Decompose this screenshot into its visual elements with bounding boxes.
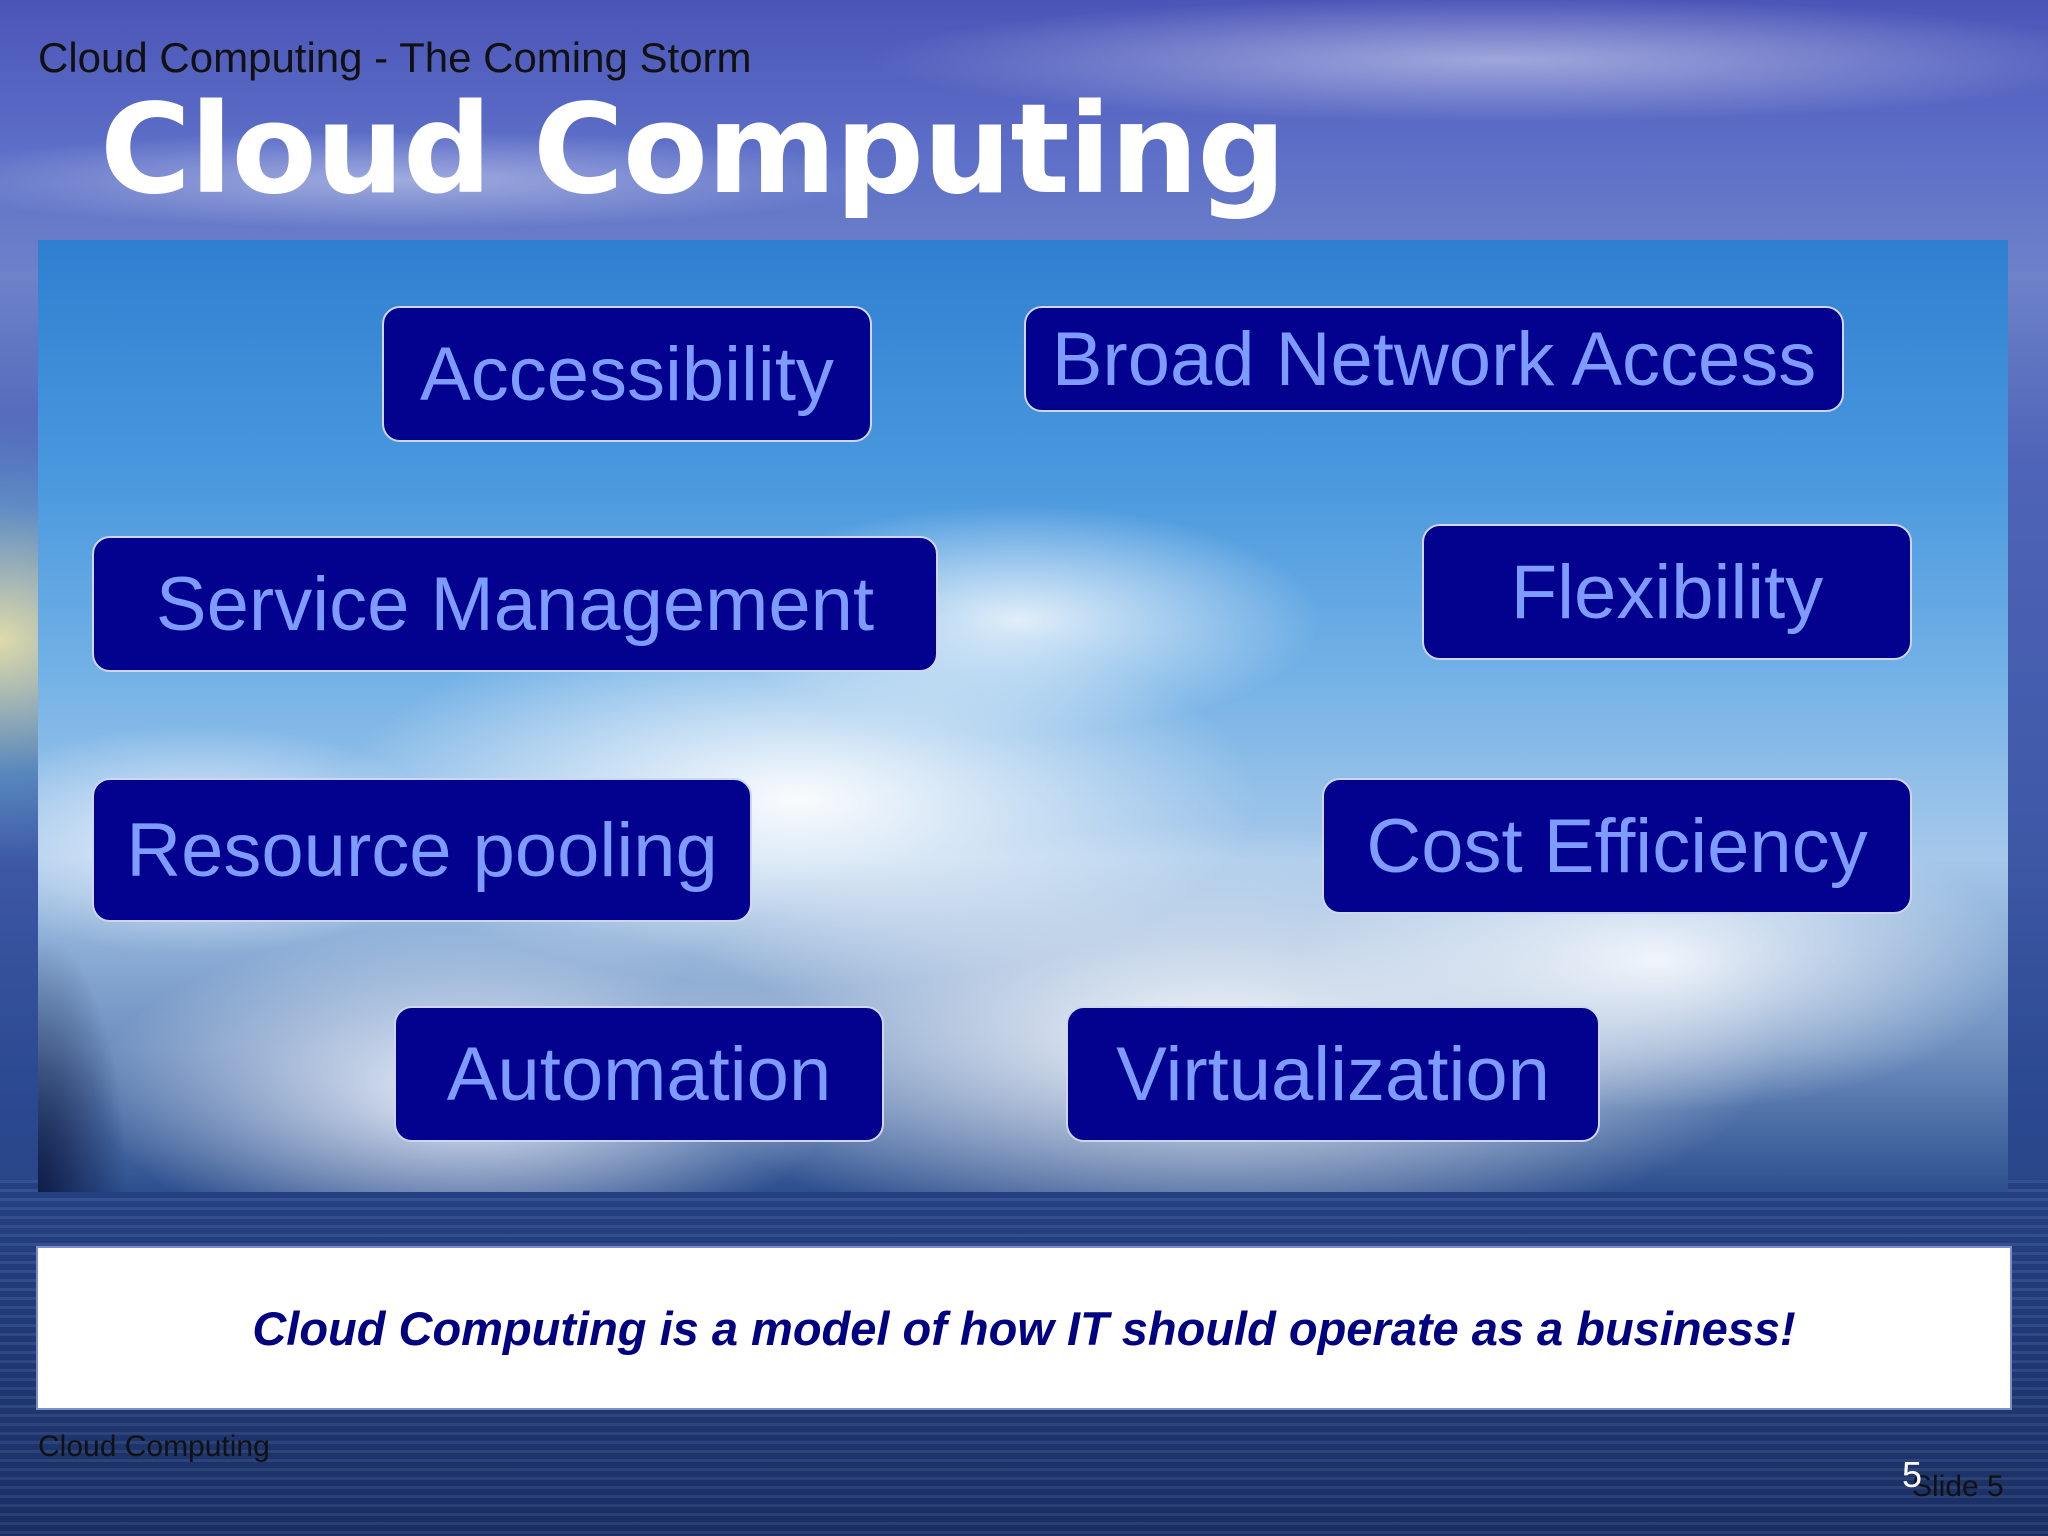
- feature-box-resource-pooling: Resource pooling: [92, 778, 752, 922]
- feature-box-service-management: Service Management: [92, 536, 938, 672]
- slide-title: Cloud Computing: [100, 78, 1286, 222]
- feature-box-cost-efficiency: Cost Efficiency: [1322, 778, 1912, 914]
- slide-header: Cloud Computing - The Coming Storm: [38, 34, 752, 81]
- panel-shadow: [38, 932, 128, 1192]
- banner-text: Cloud Computing is a model of how IT sho…: [252, 1301, 1796, 1355]
- feature-box-automation: Automation: [394, 1006, 884, 1142]
- feature-box-accessibility: Accessibility: [382, 306, 872, 442]
- slide-label: Slide 5: [1912, 1470, 2004, 1503]
- footer-text: Cloud Computing: [38, 1430, 270, 1463]
- feature-box-virtualization: Virtualization: [1066, 1006, 1600, 1142]
- page-number: 5: [1902, 1454, 1923, 1495]
- feature-box-broad-network-access: Broad Network Access: [1024, 306, 1844, 412]
- definition-banner: Cloud Computing is a model of how IT sho…: [36, 1246, 2012, 1410]
- cloud-image-panel: Accessibility Broad Network Access Servi…: [38, 240, 2008, 1192]
- feature-box-flexibility: Flexibility: [1422, 524, 1912, 660]
